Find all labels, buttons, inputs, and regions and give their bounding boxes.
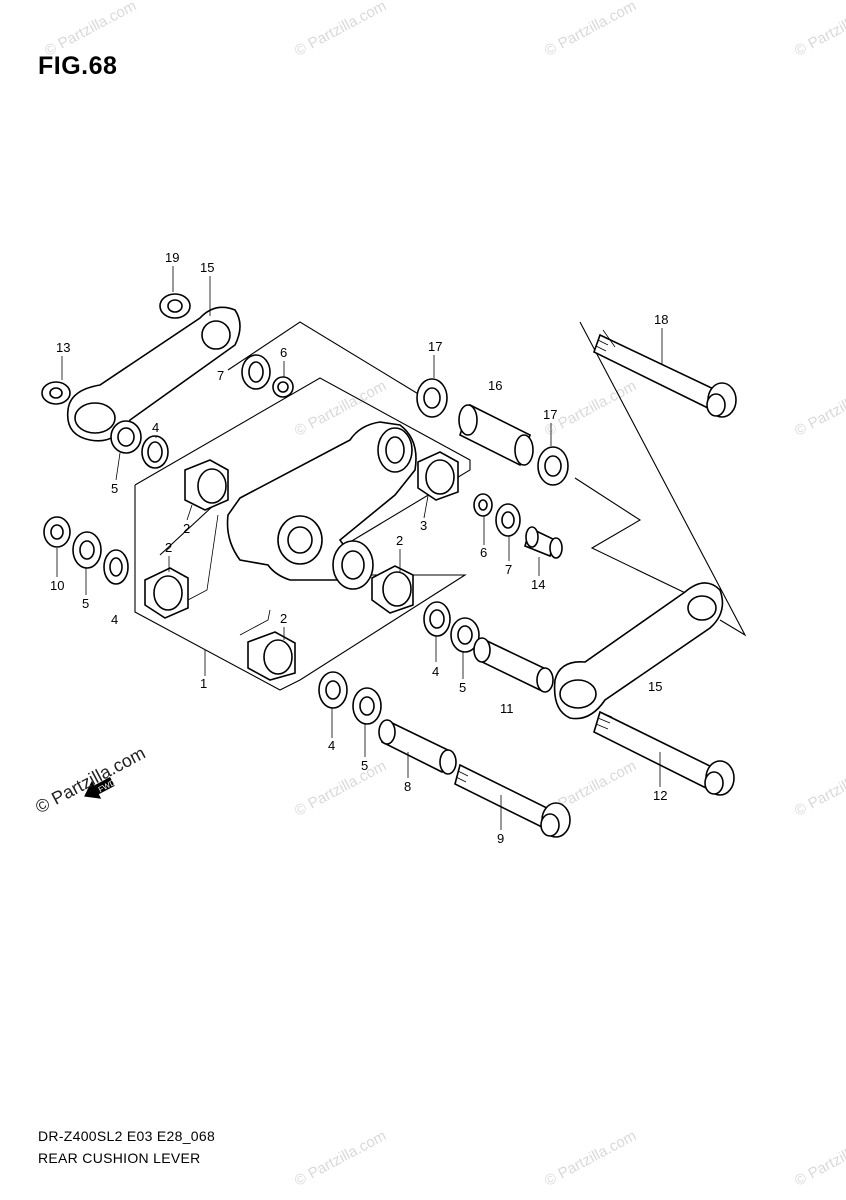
figure-title: FIG.68 — [38, 52, 118, 80]
callout-4: 4 — [152, 420, 159, 435]
bolt-path-line — [227, 321, 421, 396]
callout-9: 9 — [497, 831, 504, 846]
bearing-3 — [417, 451, 459, 501]
callout-7: 7 — [505, 562, 512, 577]
spacer-8 — [378, 719, 457, 775]
callout-6: 6 — [280, 345, 287, 360]
callout-6: 6 — [480, 545, 487, 560]
diagram-name: REAR CUSHION LEVER — [38, 1150, 201, 1166]
callout-1: 1 — [200, 676, 207, 691]
callout-19: 19 — [165, 250, 179, 265]
bolt-path-line — [579, 321, 747, 637]
tie-rod-left — [66, 306, 241, 442]
spacer-14 — [524, 526, 563, 559]
model-code: DR-Z400SL2 E03 E28_068 — [38, 1128, 216, 1144]
bearing-2 — [184, 459, 229, 511]
nut-19 — [159, 293, 191, 319]
bolt-9 — [454, 763, 571, 838]
bolt-path-line — [574, 477, 701, 601]
callout-10: 10 — [50, 578, 64, 593]
callout-15: 15 — [648, 679, 662, 694]
cushion-lever — [226, 421, 417, 590]
callout-5: 5 — [111, 481, 118, 496]
bearing-2 — [247, 631, 296, 681]
callout-2: 2 — [183, 521, 190, 536]
tie-rod-right — [553, 582, 724, 720]
callout-17: 17 — [428, 339, 442, 354]
callout-15: 15 — [200, 260, 214, 275]
bolt-18 — [593, 329, 737, 418]
callout-5: 5 — [82, 596, 89, 611]
callout-8: 8 — [404, 779, 411, 794]
bearing-2 — [371, 565, 414, 614]
callout-11: 11 — [500, 701, 514, 716]
callout-13: 13 — [56, 340, 70, 355]
callout-4: 4 — [328, 738, 335, 753]
callout-4: 4 — [111, 612, 118, 627]
leader-line — [187, 514, 219, 601]
callout-5: 5 — [361, 758, 368, 773]
spacer-16 — [458, 403, 534, 467]
spacer-11 — [473, 637, 554, 693]
callout-2: 2 — [280, 611, 287, 626]
callout-2: 2 — [396, 533, 403, 548]
nut-13 — [41, 381, 71, 405]
callout-12: 12 — [653, 788, 667, 803]
callout-17: 17 — [543, 407, 557, 422]
callout-5: 5 — [459, 680, 466, 695]
bolt-12 — [593, 710, 735, 796]
leader-line — [239, 609, 271, 636]
bearing-2 — [144, 567, 189, 619]
callout-4: 4 — [432, 664, 439, 679]
callout-18: 18 — [654, 312, 668, 327]
callout-16: 16 — [488, 378, 502, 393]
callout-2: 2 — [165, 540, 172, 555]
callout-7: 7 — [217, 368, 224, 383]
callout-3: 3 — [420, 518, 427, 533]
callout-14: 14 — [531, 577, 545, 592]
